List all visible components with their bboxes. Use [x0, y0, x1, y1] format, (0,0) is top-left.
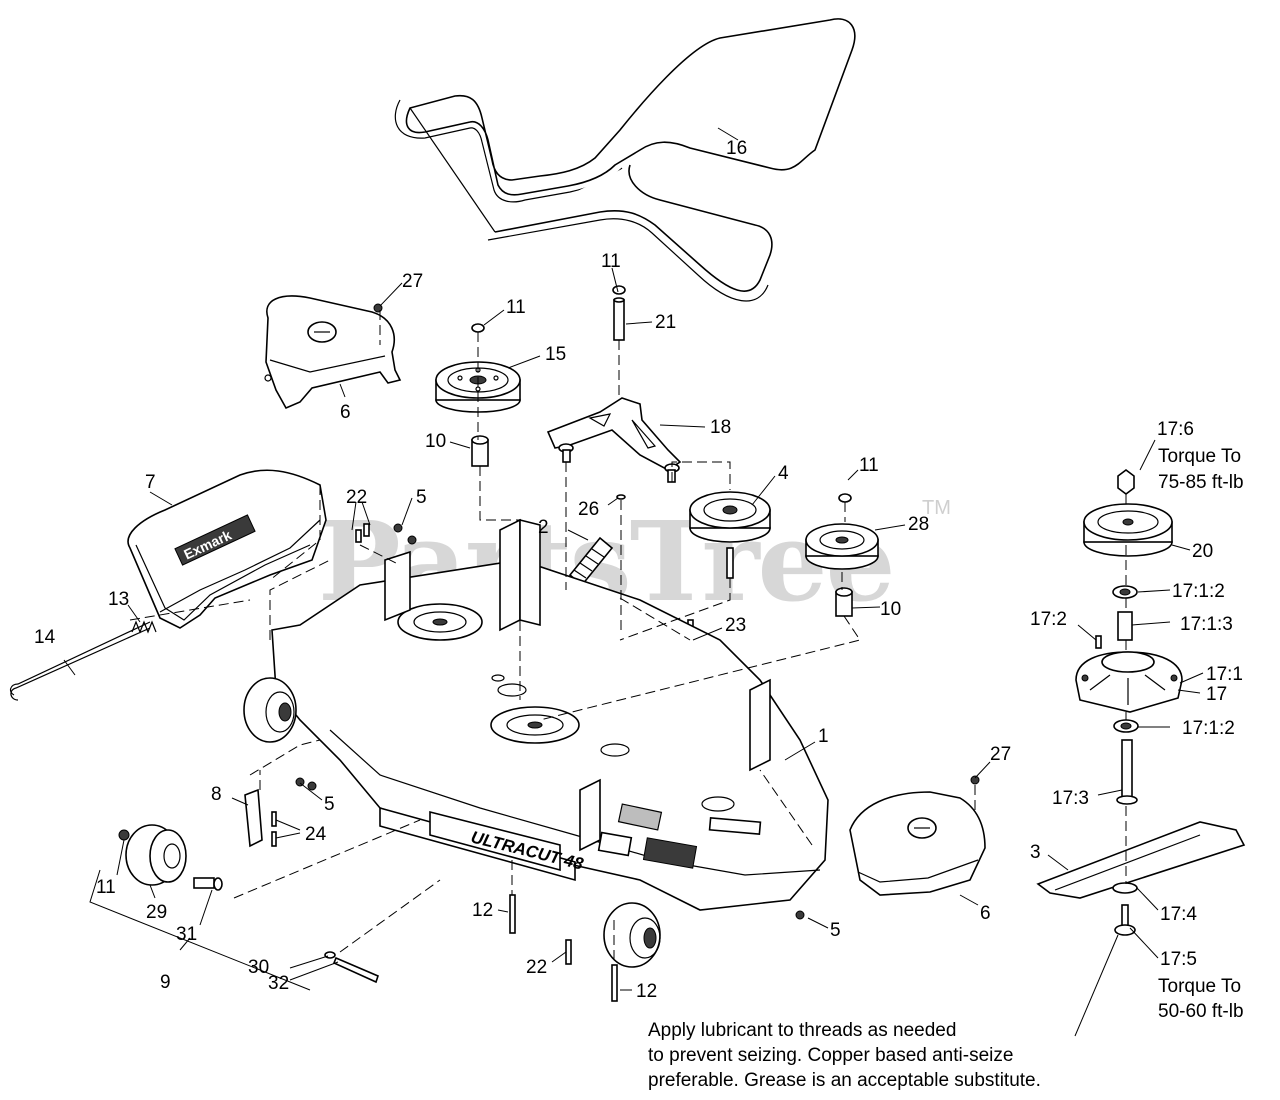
- callout-15: 15: [545, 344, 566, 365]
- callout-17: 17: [1206, 684, 1227, 705]
- right-spindle-cover: [849, 775, 986, 896]
- spacer-10-left: [471, 435, 489, 467]
- deck-wheel-left: [243, 677, 297, 743]
- spindle-assembly: [1036, 469, 1246, 936]
- callout-5-deck: 5: [830, 920, 841, 941]
- lubricant-note-line1: Apply lubricant to threads as needed: [648, 1020, 956, 1041]
- torque-top-line2: 75-85 ft-lb: [1158, 472, 1244, 493]
- callout-27-right: 27: [990, 744, 1011, 765]
- bolts-12: [509, 894, 618, 1002]
- callout-27-left: 27: [402, 271, 423, 292]
- callout-5-left: 5: [324, 794, 335, 815]
- callout-24: 24: [305, 824, 327, 845]
- callout-6-left: 6: [340, 402, 351, 423]
- callout-17-3: 17:3: [1052, 788, 1089, 809]
- callout-11-right: 11: [859, 455, 879, 476]
- callout-1: 1: [818, 726, 829, 747]
- callout-17-1-2-lower: 17:1:2: [1182, 718, 1235, 739]
- lubricant-note-line2: to prevent seizing. Copper based anti-se…: [648, 1045, 1013, 1066]
- callout-17-1-3: 17:1:3: [1180, 614, 1233, 635]
- callout-7: 7: [145, 472, 156, 493]
- callout-17-2: 17:2: [1030, 609, 1067, 630]
- callout-8: 8: [211, 784, 222, 805]
- lubricant-note-line3: preferable. Grease is an acceptable subs…: [648, 1070, 1041, 1091]
- callout-2: 2: [538, 517, 549, 538]
- leader-lines: [63, 127, 1204, 1037]
- callout-12-lower: 12: [636, 981, 657, 1002]
- torque-note-bottom: Torque To 50-60 ft-lb: [1158, 976, 1244, 1022]
- callout-17-4: 17:4: [1160, 904, 1197, 925]
- callout-29: 29: [146, 902, 167, 923]
- callout-22-top: 22: [346, 487, 367, 508]
- bracket-8: [244, 788, 263, 848]
- callout-31: 31: [176, 924, 197, 945]
- pulley-28: [805, 493, 879, 570]
- deck-wheel-right: [603, 902, 661, 968]
- bolts-24: [271, 811, 277, 847]
- callout-17-1-2-upper: 17:1:2: [1172, 581, 1225, 602]
- callout-6-right: 6: [980, 903, 991, 924]
- callout-11-pulley15: 11: [506, 297, 526, 318]
- callout-11-arm: 11: [601, 251, 621, 272]
- callout-21: 21: [655, 312, 676, 333]
- callout-10-right: 10: [880, 599, 901, 620]
- watermark-trademark: TM: [922, 497, 951, 519]
- mower-deck: ULTRACUT 48: [271, 518, 829, 911]
- callout-4: 4: [778, 463, 789, 484]
- gauge-wheel-29: [118, 824, 223, 891]
- callout-18: 18: [710, 417, 731, 438]
- spring-and-rod: [9, 620, 157, 701]
- callout-5-top: 5: [416, 487, 427, 508]
- callout-17-5: 17:5: [1160, 949, 1197, 970]
- callout-23: 23: [725, 615, 746, 636]
- callout-12-upper: 12: [472, 900, 493, 921]
- torque-bottom-line1: Torque To: [1158, 976, 1241, 997]
- lubricant-note: Apply lubricant to threads as needed to …: [648, 1020, 1041, 1091]
- callout-16: 16: [726, 138, 747, 159]
- callouts: 16 27 11 11 21 15 6 10 18 4 26 2 11 28 1…: [34, 138, 1243, 1002]
- callout-17-6: 17:6: [1157, 419, 1194, 440]
- assembly-lines: [129, 310, 1127, 965]
- callout-10-left: 10: [425, 431, 446, 452]
- bolt-32: [324, 951, 379, 984]
- pulley-4: [689, 491, 771, 579]
- callout-28: 28: [908, 514, 929, 535]
- idler-arm: [546, 285, 682, 500]
- callout-20: 20: [1192, 541, 1213, 562]
- callout-14: 14: [34, 627, 56, 648]
- callout-11-wheel: 11: [96, 877, 116, 898]
- drive-belt: [394, 18, 856, 302]
- torque-note-top: Torque To 75-85 ft-lb: [1158, 446, 1244, 493]
- callout-17-1: 17:1: [1206, 664, 1243, 685]
- callout-13: 13: [108, 589, 129, 610]
- belt-shield: Exmark: [127, 469, 327, 629]
- callout-3: 3: [1030, 842, 1041, 863]
- callout-30: 30: [248, 957, 269, 978]
- callout-32: 32: [268, 973, 289, 994]
- callout-26: 26: [578, 499, 599, 520]
- spacer-10-right: [835, 587, 853, 617]
- callout-9: 9: [160, 972, 171, 993]
- torque-bottom-line2: 50-60 ft-lb: [1158, 1001, 1244, 1022]
- callout-22-bottom: 22: [526, 957, 547, 978]
- torque-top-line1: Torque To: [1158, 446, 1241, 467]
